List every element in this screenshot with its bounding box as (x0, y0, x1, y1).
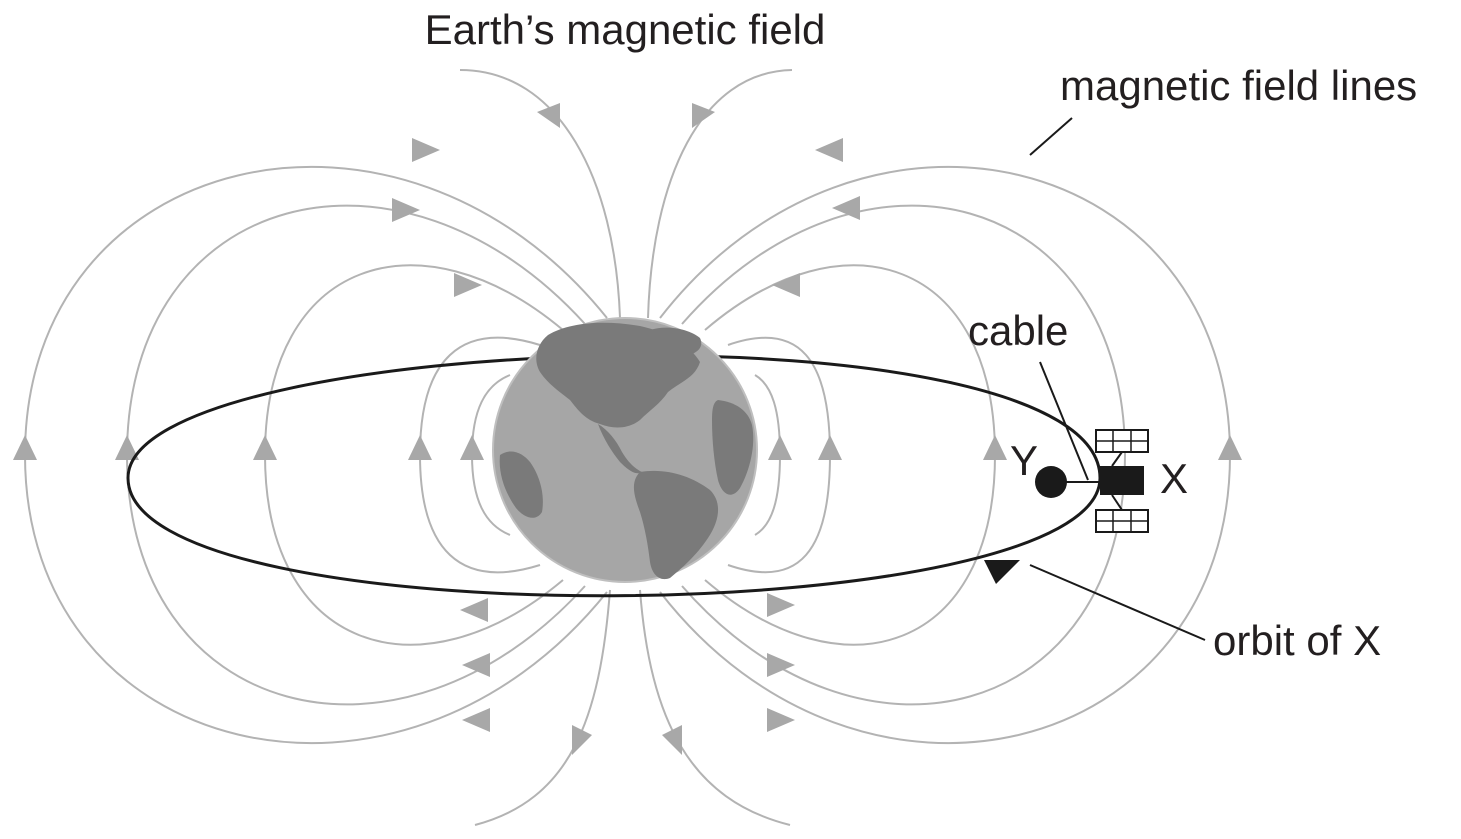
arrow-up-icon (460, 435, 484, 460)
label-cable: cable (968, 307, 1068, 354)
continent-central-america (598, 424, 642, 474)
orbit-front (126, 477, 1102, 598)
arrow-right-icon (767, 708, 795, 732)
mass-y (1035, 466, 1067, 498)
orbit-leader (1029, 564, 1206, 641)
arrow-up-icon (408, 435, 432, 460)
continent-west-edge (499, 451, 543, 518)
arrow-left-icon (832, 196, 860, 220)
satellite-x (1095, 429, 1149, 533)
diagram-title: Earth’s magnetic field (425, 6, 826, 53)
arrow-up-icon (253, 435, 277, 460)
solar-panel-bottom (1095, 509, 1149, 533)
arrow-left-icon (772, 273, 800, 297)
continent-africa (712, 400, 754, 495)
arrow-up-icon (13, 435, 37, 460)
solar-panel-top (1095, 429, 1149, 453)
field-lines-leader (1029, 117, 1073, 156)
cable-leader (1039, 361, 1089, 481)
label-x: X (1160, 455, 1188, 502)
earth-globe (492, 317, 758, 583)
arrow-left-icon (462, 653, 490, 677)
arrow-up-icon (115, 435, 139, 460)
field-line-top-right (647, 69, 793, 319)
arrow-down-icon (537, 103, 560, 128)
arrow-left-icon (460, 598, 488, 622)
arrow-left-icon (462, 708, 490, 732)
arrow-up-icon (818, 435, 842, 460)
arrow-up-icon (768, 435, 792, 460)
arrow-up-icon (983, 435, 1007, 460)
arrow-right-icon (767, 653, 795, 677)
label-field-lines: magnetic field lines (1060, 62, 1417, 109)
arrow-right-icon (767, 593, 795, 617)
arrow-right-icon (412, 138, 440, 162)
continent-greenland (650, 327, 702, 356)
arrow-up-icon (1218, 435, 1242, 460)
arrow-down-icon (572, 725, 592, 755)
continent-south-america (633, 470, 719, 580)
field-line-right-2 (681, 204, 1127, 706)
label-orbit: orbit of X (1213, 617, 1381, 664)
continent-north-america (536, 322, 700, 428)
arrow-down-icon (662, 725, 682, 755)
satellite-body (1100, 466, 1144, 495)
field-line-top-left (459, 69, 621, 319)
arrow-right-icon (454, 273, 482, 297)
field-line-arrows (13, 103, 1242, 755)
arrow-right-icon (392, 198, 420, 222)
arrow-left-icon (815, 138, 843, 162)
field-line-bottom-right (639, 589, 791, 826)
orbit-direction-arrow-icon (984, 560, 1020, 584)
arrow-down-icon (692, 103, 715, 128)
label-y: Y (1010, 437, 1038, 484)
